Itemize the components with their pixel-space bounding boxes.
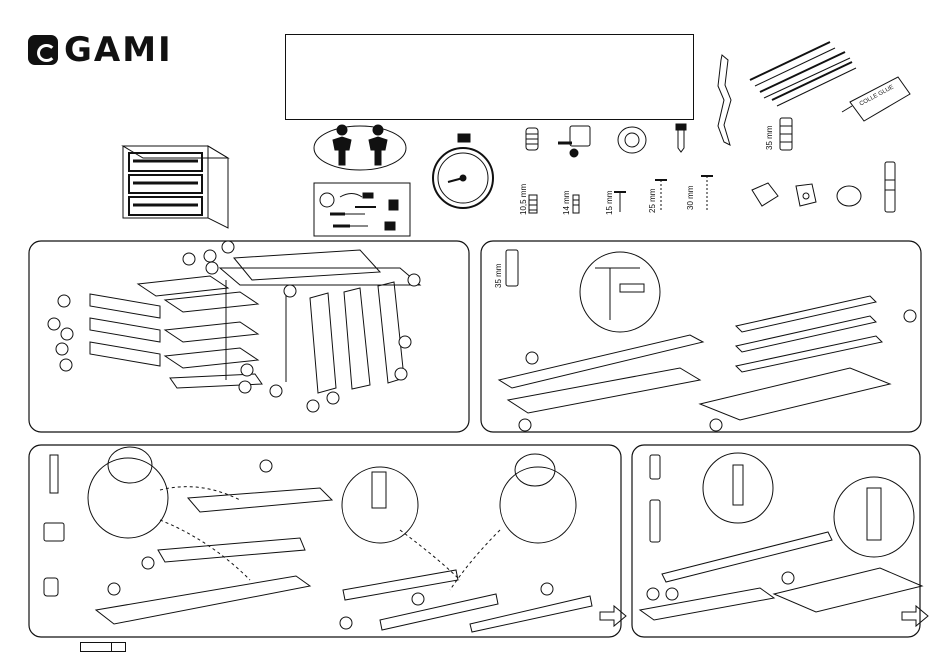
hardware-top-row — [526, 124, 686, 157]
stopwatch-icon — [433, 134, 493, 208]
screw-15mm-label: 15 mm — [605, 191, 614, 215]
step1-exploded-view — [29, 241, 469, 432]
dowel-35mm-label: 35 mm — [765, 126, 774, 150]
screw-30mm-label: 30 mm — [686, 186, 695, 210]
screw-25mm-label: 25 mm — [648, 189, 657, 213]
screws-row — [529, 162, 895, 213]
screw-14mm-label: 14 mm — [562, 191, 571, 215]
step4-screw-assembly — [632, 445, 928, 637]
screw-10-5mm-label: 10,5 mm — [519, 184, 528, 215]
dresser-overview-drawing — [123, 146, 228, 228]
page-number-box — [80, 642, 126, 652]
step3-hammer-assembly — [29, 445, 626, 637]
two-persons-icon — [314, 125, 406, 170]
tools-box-drawing — [314, 183, 410, 236]
step2-dowel-35mm-label: 35 mm — [494, 264, 503, 288]
step2-dowel-insertion — [481, 241, 921, 432]
